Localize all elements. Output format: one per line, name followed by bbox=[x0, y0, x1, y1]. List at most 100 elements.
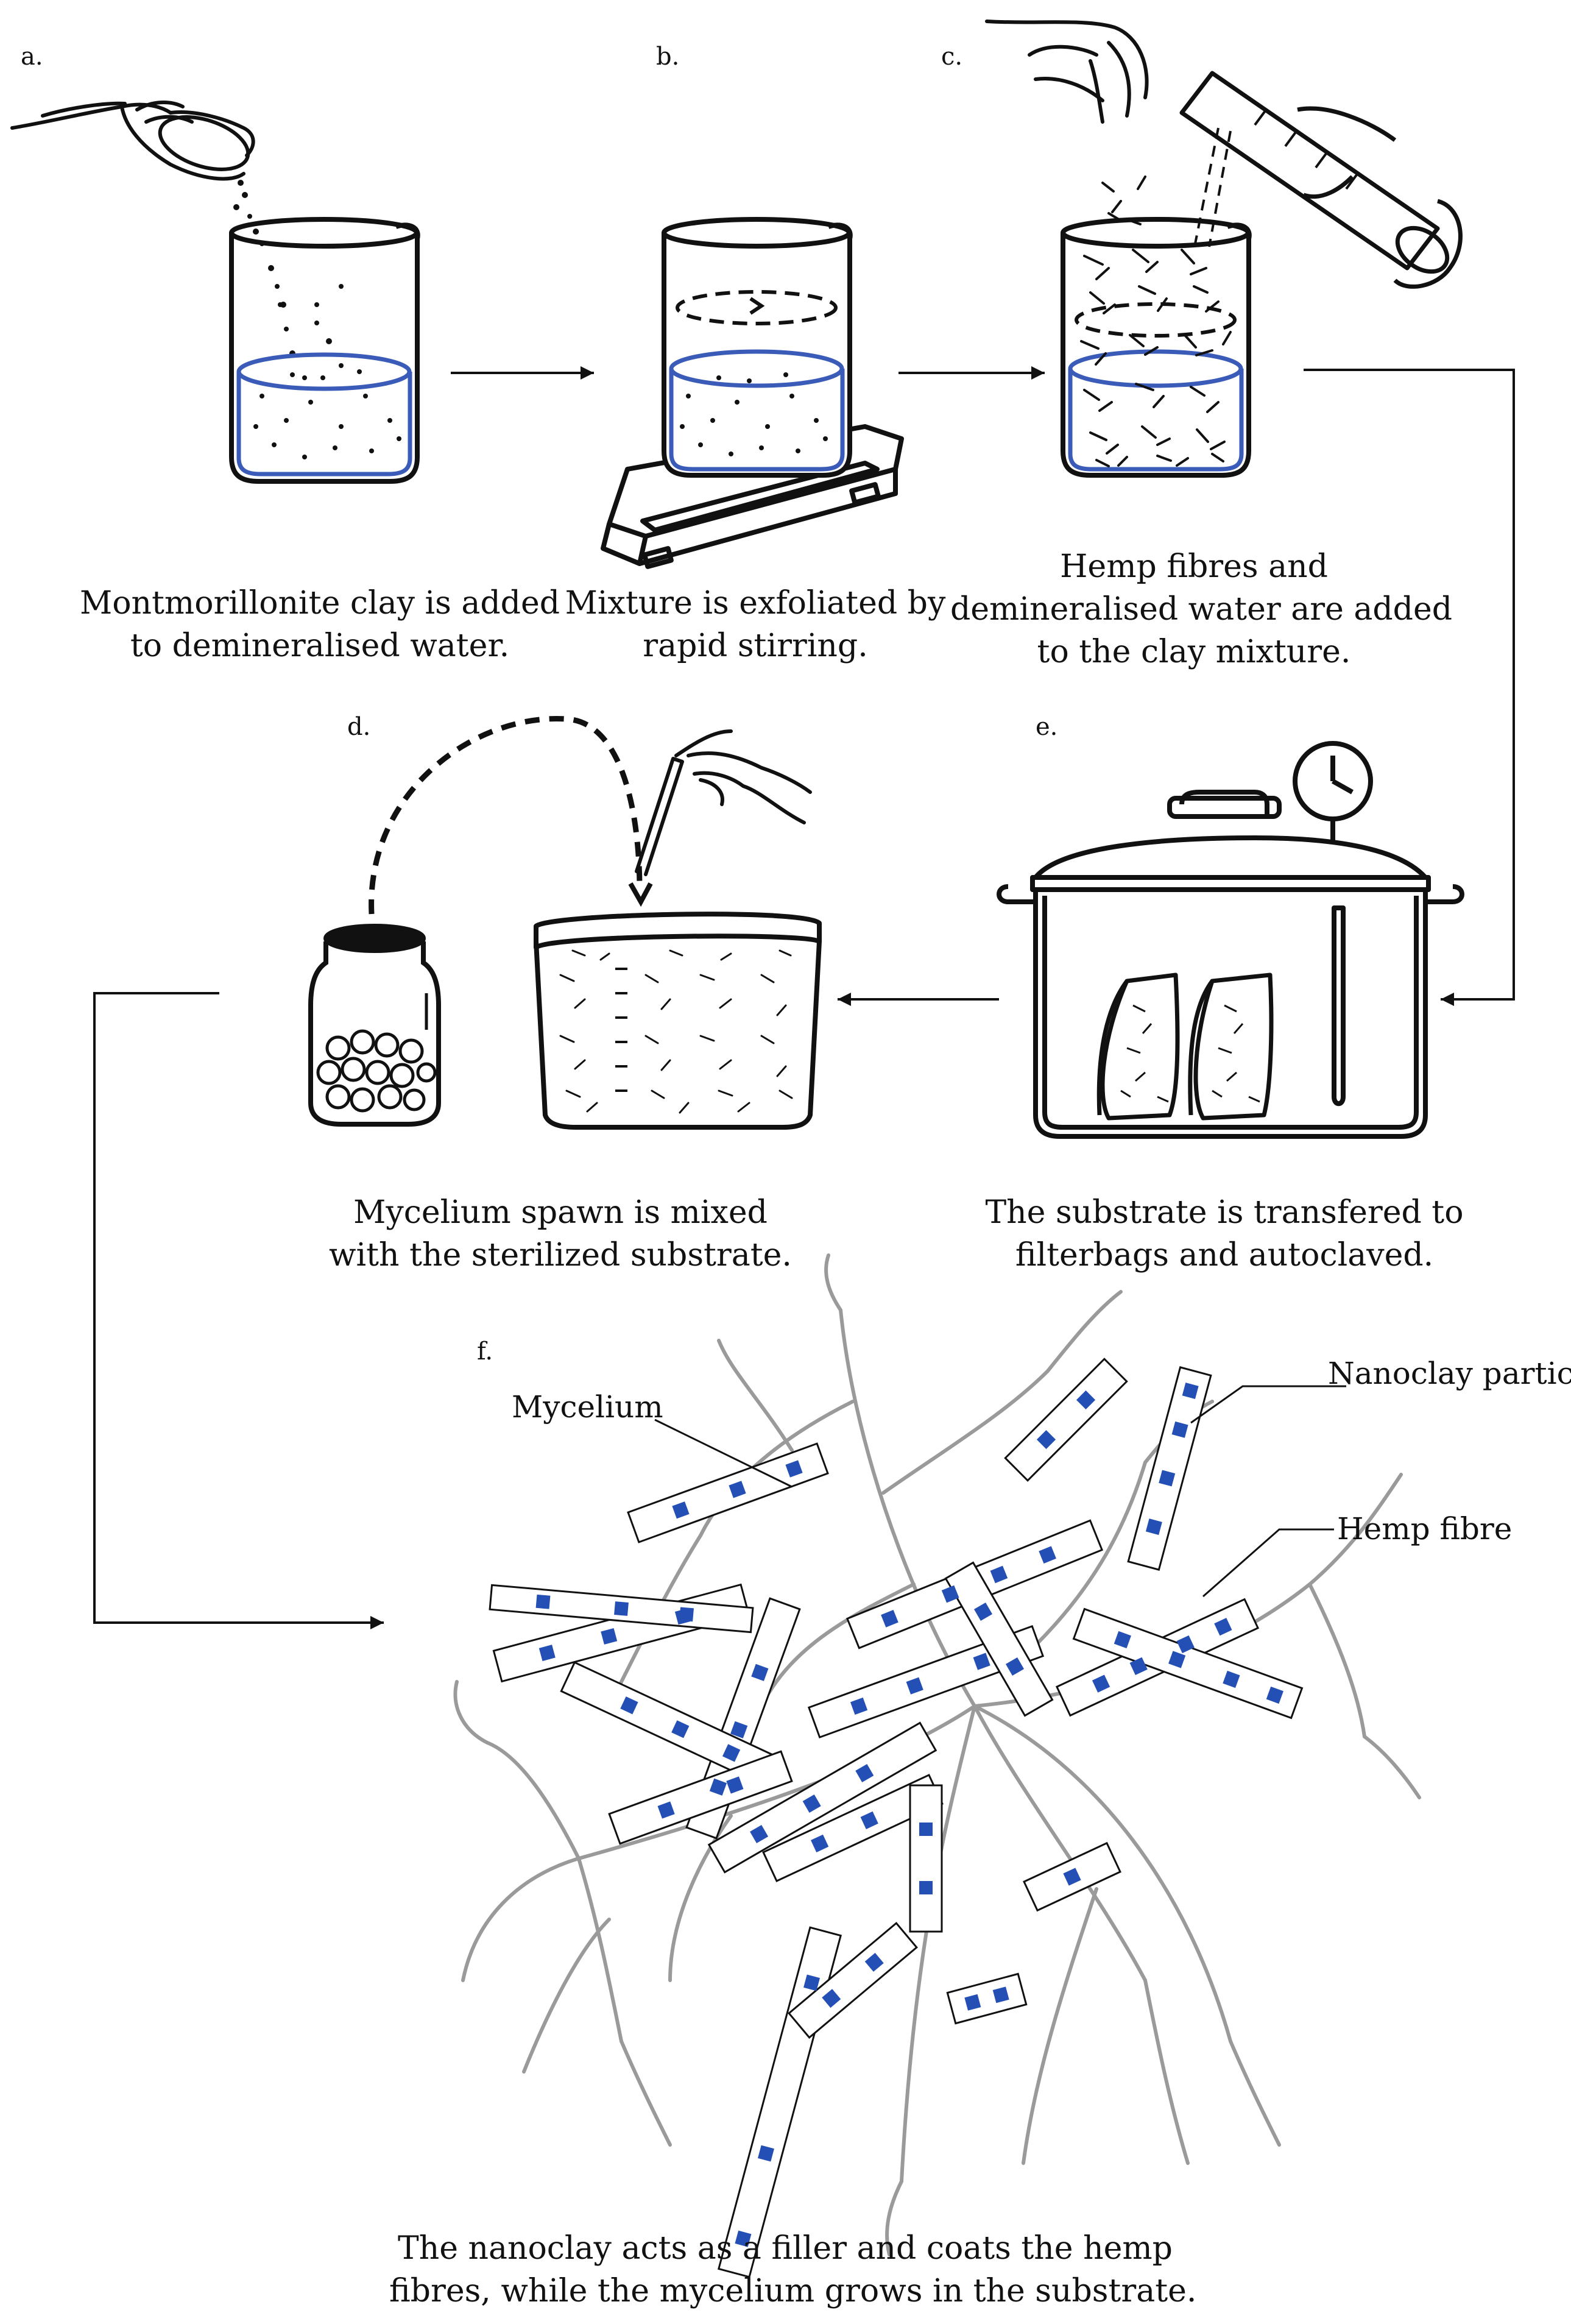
caption-a-line-2: to demineralised water. bbox=[130, 628, 510, 664]
step-d-illustration bbox=[308, 715, 822, 1130]
filter-bags-icon bbox=[1096, 972, 1274, 1121]
step-label-b: b. bbox=[656, 43, 680, 71]
connector-d-to-f bbox=[93, 992, 384, 1629]
nanoclay-particle bbox=[729, 1481, 746, 1498]
nanoclay-particle bbox=[730, 1721, 748, 1738]
hemp-fibre-body bbox=[946, 1972, 1028, 2025]
autoclave-pot-icon bbox=[997, 790, 1464, 1139]
nanoclay-particle bbox=[855, 1763, 874, 1783]
nanoclay-particle bbox=[941, 1585, 959, 1603]
hemp-fibre bbox=[946, 1972, 1028, 2025]
nanoclay-particle bbox=[881, 1610, 898, 1628]
caption-e-line-2: filterbags and autoclaved. bbox=[1015, 1237, 1434, 1274]
nanoclay-particle bbox=[811, 1834, 829, 1852]
nanoclay-particle bbox=[671, 1720, 690, 1738]
nanoclay-particle bbox=[1039, 1546, 1056, 1564]
hemp-fibre-body bbox=[1004, 1358, 1128, 1482]
hemp-fibre-body bbox=[788, 1922, 918, 2039]
step-a-illustration bbox=[10, 101, 420, 484]
nanoclay-particle bbox=[722, 1744, 741, 1762]
nanoclay-particle bbox=[1171, 1421, 1188, 1438]
step-b-illustration bbox=[601, 217, 904, 569]
nanoclay-particle bbox=[1176, 1635, 1195, 1654]
nanoclay-particle bbox=[822, 1989, 841, 2008]
caption-c-line-2: demineralised water are added bbox=[950, 591, 1453, 628]
hemp-fibre-body bbox=[717, 1926, 842, 2278]
caption-a: Montmorillonite clay is added to deminer… bbox=[76, 582, 563, 667]
nanoclay-particle bbox=[1145, 1518, 1162, 1536]
nanoclay-particle bbox=[803, 1974, 821, 1991]
step-label-f: f. bbox=[477, 1337, 493, 1366]
hemp-fibre bbox=[909, 1784, 943, 1933]
nanoclay-particle bbox=[672, 1501, 690, 1519]
caption-e-line-1: The substrate is transfered to bbox=[985, 1194, 1464, 1231]
nanoclay-particle bbox=[1168, 1651, 1186, 1668]
nanoclay-particle bbox=[1114, 1631, 1131, 1649]
caption-c-line-1: Hemp fibres and bbox=[1060, 548, 1328, 585]
caption-c-line-3: to the clay mixture. bbox=[1037, 634, 1351, 670]
nanoclay-particle bbox=[679, 1607, 694, 1622]
hemp-fibre bbox=[717, 1926, 842, 2278]
step-c-illustration bbox=[985, 19, 1463, 478]
caption-f-line-1: The nanoclay acts as a filler and coats … bbox=[398, 2230, 1173, 2267]
nanoclay-particle bbox=[1159, 1470, 1176, 1487]
nanoclay-particle bbox=[1005, 1657, 1025, 1676]
nanoclay-particle bbox=[973, 1653, 990, 1670]
step-label-c: c. bbox=[941, 43, 963, 71]
timer-clock-icon bbox=[1293, 741, 1373, 844]
nanoclay-particle bbox=[601, 1628, 618, 1645]
caption-e: The substrate is transfered to filterbag… bbox=[962, 1191, 1486, 1277]
hemp-fibre-body bbox=[627, 1442, 829, 1543]
beaker-b bbox=[662, 217, 853, 478]
callout-hemp-fibre: Hemp fibre bbox=[1337, 1511, 1513, 1546]
nanoclay-particle bbox=[735, 2230, 752, 2247]
nanoclay-particle bbox=[1223, 1670, 1240, 1688]
transfer-dashed-arc bbox=[369, 715, 643, 915]
hemp-fibre bbox=[944, 1561, 1054, 1717]
nanoclay-particle bbox=[964, 1994, 981, 2011]
nanoclay-particle bbox=[919, 1881, 933, 1894]
nanoclay-particle bbox=[657, 1801, 675, 1819]
nanoclay-particle bbox=[758, 2145, 774, 2162]
caption-b: Mixture is exfoliated by rapid stirring. bbox=[548, 582, 962, 667]
hemp-fibre bbox=[788, 1922, 918, 2039]
nanoclay-particle bbox=[1214, 1618, 1232, 1636]
nanoclay-particle bbox=[919, 1823, 933, 1836]
beaker-a bbox=[229, 217, 420, 484]
nanoclay-particle bbox=[990, 1565, 1008, 1584]
nanoclay-particle bbox=[785, 1460, 803, 1478]
nanoclay-particle bbox=[850, 1697, 868, 1715]
caption-a-line-1: Montmorillonite clay is added bbox=[79, 585, 560, 622]
measuring-cylinder-icon bbox=[1179, 71, 1463, 289]
callout-nanoclay-particle: Nanoclay particle bbox=[1328, 1356, 1571, 1391]
spawn-jar-icon bbox=[308, 924, 441, 1127]
nanoclay-particle bbox=[726, 1776, 744, 1794]
caption-f: The nanoclay acts as a filler and coats … bbox=[389, 2227, 1197, 2312]
caption-b-line-2: rapid stirring. bbox=[643, 628, 868, 664]
nanoclay-particle bbox=[973, 1602, 993, 1621]
nanoclay-particle bbox=[709, 1778, 727, 1796]
hemp-fibre-body bbox=[909, 1784, 943, 1933]
nanoclay-particle bbox=[906, 1677, 923, 1695]
nanoclay-particle bbox=[1063, 1868, 1081, 1886]
caption-b-line-1: Mixture is exfoliated by bbox=[565, 585, 946, 622]
water-stream bbox=[1193, 127, 1232, 250]
pouring-hand-icon bbox=[10, 101, 255, 181]
nanoclay-particle bbox=[864, 1952, 884, 1972]
caption-f-line-2: fibres, while the mycelium grows in the … bbox=[389, 2273, 1197, 2309]
caption-d-line-2: with the sterilized substrate. bbox=[329, 1237, 792, 1274]
hemp-fibre-body bbox=[944, 1561, 1054, 1717]
nanoclay-particle bbox=[1182, 1383, 1199, 1399]
hemp-fibre-body bbox=[1127, 1366, 1212, 1571]
substrate-box-icon bbox=[534, 912, 822, 1130]
step-label-d: d. bbox=[347, 713, 371, 741]
nanoclay-particle bbox=[992, 1986, 1009, 2003]
hemp-fibre bbox=[627, 1442, 829, 1543]
callout-leader-lines bbox=[654, 1385, 1346, 1598]
nanoclay-particles bbox=[535, 1383, 1283, 2247]
beaker-c bbox=[1061, 175, 1252, 478]
caption-c: Hemp fibres and demineralised water are … bbox=[950, 545, 1453, 673]
caption-d-line-1: Mycelium spawn is mixed bbox=[353, 1194, 768, 1231]
